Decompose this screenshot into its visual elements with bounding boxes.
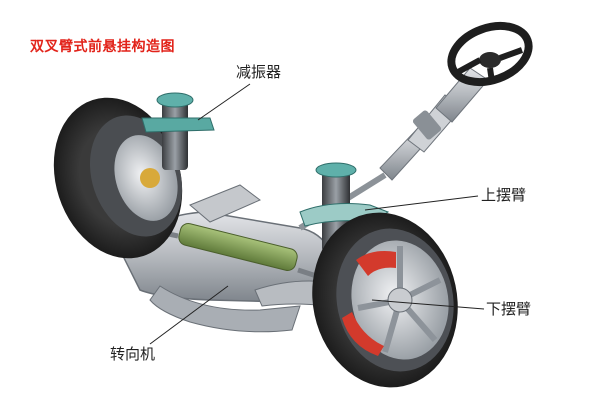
label-damper: 减振器 (236, 63, 282, 81)
leader-lower-arm (371, 299, 485, 310)
leader-upper-arm (364, 195, 479, 211)
label-lower-arm: 下摆臂 (486, 300, 532, 318)
leader-damper (197, 83, 251, 121)
left-wheel (53, 97, 183, 259)
leader-steering-gear (149, 285, 229, 345)
right-wheel (312, 212, 458, 388)
diagram-title: 双叉臂式前悬挂构造图 (30, 39, 175, 55)
left-damper (141, 92, 215, 170)
steering-wheel (447, 21, 533, 87)
label-upper-arm: 上摆臂 (481, 186, 527, 204)
label-steering-gear: 转向机 (110, 345, 156, 363)
